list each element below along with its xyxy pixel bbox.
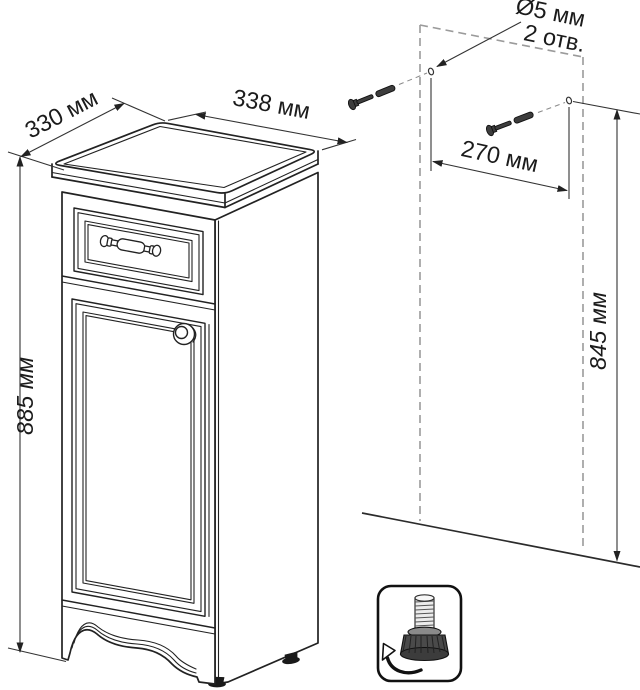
label-height: 885 мм bbox=[12, 357, 38, 435]
cabinet bbox=[51, 122, 319, 688]
mounting-hole-right bbox=[565, 96, 573, 105]
dimension-mount-height bbox=[572, 100, 640, 562]
wall-outline-dashed bbox=[419, 24, 584, 549]
door-knob bbox=[172, 322, 197, 346]
cabinet-door bbox=[71, 298, 206, 617]
dimension-hole-spacing bbox=[430, 78, 570, 199]
dimension-lines bbox=[7, 21, 640, 663]
label-hole-spacing: 270 мм bbox=[459, 135, 541, 177]
dimension-height bbox=[7, 156, 67, 663]
label-mount-height: 845 мм bbox=[585, 292, 611, 370]
dimension-depth bbox=[7, 97, 166, 171]
rotation-arrow-icon bbox=[381, 642, 423, 675]
hole-callout-leader bbox=[436, 21, 522, 67]
dimension-width bbox=[167, 111, 357, 151]
inset-box bbox=[376, 584, 463, 683]
label-depth: 330 мм bbox=[21, 84, 102, 143]
drawer-handle bbox=[99, 234, 162, 257]
label-width: 338 мм bbox=[231, 84, 312, 124]
floor-line bbox=[361, 512, 640, 568]
adjustable-foot-icon bbox=[399, 594, 450, 662]
cabinet-side-panel bbox=[214, 171, 319, 685]
drawer-front bbox=[73, 207, 204, 296]
screw-icon-left bbox=[347, 84, 396, 111]
mounting-hole-left bbox=[427, 67, 435, 76]
screw-icon-right bbox=[485, 111, 534, 137]
screw-axis-lines bbox=[398, 72, 566, 113]
